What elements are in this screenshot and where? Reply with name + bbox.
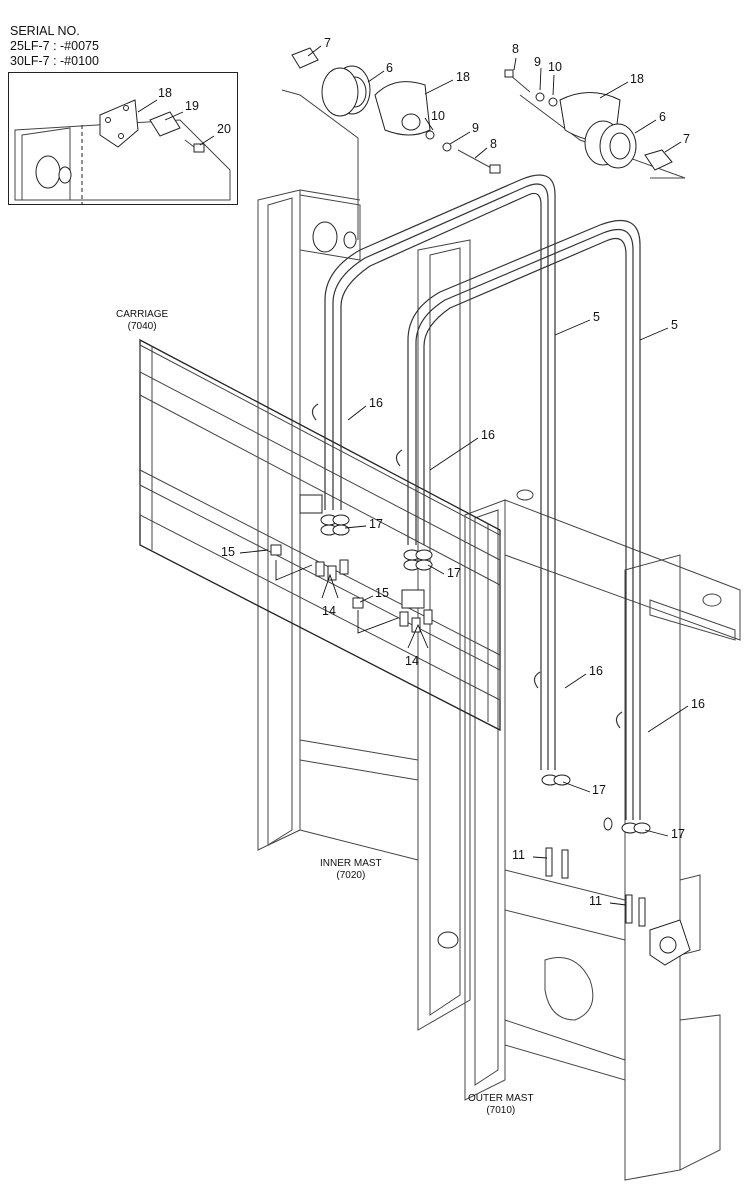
serial-number-note: SERIAL NO. 25LF-7 : -#0075 30LF-7 : -#01… [10,24,99,69]
callout-5-hose-left: 5 [593,310,600,324]
callout-17-a: 17 [369,517,383,531]
inner-mast-label: INNER MAST (7020) [320,858,382,881]
callout-15-b: 15 [375,586,389,600]
inner-mast [257,189,471,1031]
callout-11-b: 11 [589,894,602,908]
callout-16-b: 16 [481,428,495,442]
carriage-label: CARRIAGE (7040) [116,309,169,332]
outer-mast [464,489,741,1181]
callout-15-a: 15 [221,545,235,559]
callout-5-hose-right: 5 [671,318,678,332]
callout-20-inset: 20 [217,122,231,136]
callout-19-inset: 19 [185,99,199,113]
callout-16-d: 16 [691,697,705,711]
hoses [324,174,641,820]
callout-9-left: 9 [472,121,479,135]
callout-6-right: 6 [659,110,666,124]
callout-9-right: 9 [534,55,541,69]
leader-lines [137,45,689,906]
fittings [270,514,651,927]
callout-7-right: 7 [683,132,690,146]
callout-17-c: 17 [592,783,606,797]
carriage [139,338,501,732]
hose-clamps [311,403,623,729]
callout-10-left: 10 [431,109,445,123]
serial-heading: SERIAL NO. [10,24,80,38]
callout-11-a: 11 [512,848,525,862]
callout-14-b: 14 [405,654,419,668]
callout-17-b: 17 [447,566,461,580]
callout-17-d: 17 [671,827,685,841]
callout-18-inset: 18 [158,86,172,100]
callout-18-right: 18 [630,72,644,86]
serial-line-25lf: 25LF-7 : -#0075 [10,39,99,53]
inset-frame [8,72,238,205]
left-roller-assembly [281,47,501,240]
callout-16-a: 16 [369,396,383,410]
callout-10-right: 10 [548,60,562,74]
callout-14-a: 14 [322,604,336,618]
outer-mast-label: OUTER MAST (7010) [468,1093,534,1116]
callout-8-left: 8 [490,137,497,151]
inset-bracket-detail [14,99,231,205]
callout-16-c: 16 [589,664,603,678]
callout-18-left: 18 [456,70,470,84]
callout-7-left: 7 [324,36,331,50]
callout-6-left: 6 [386,61,393,75]
callout-8-right: 8 [512,42,519,56]
serial-line-30lf: 30LF-7 : -#0100 [10,54,99,68]
right-roller-assembly [504,69,686,179]
